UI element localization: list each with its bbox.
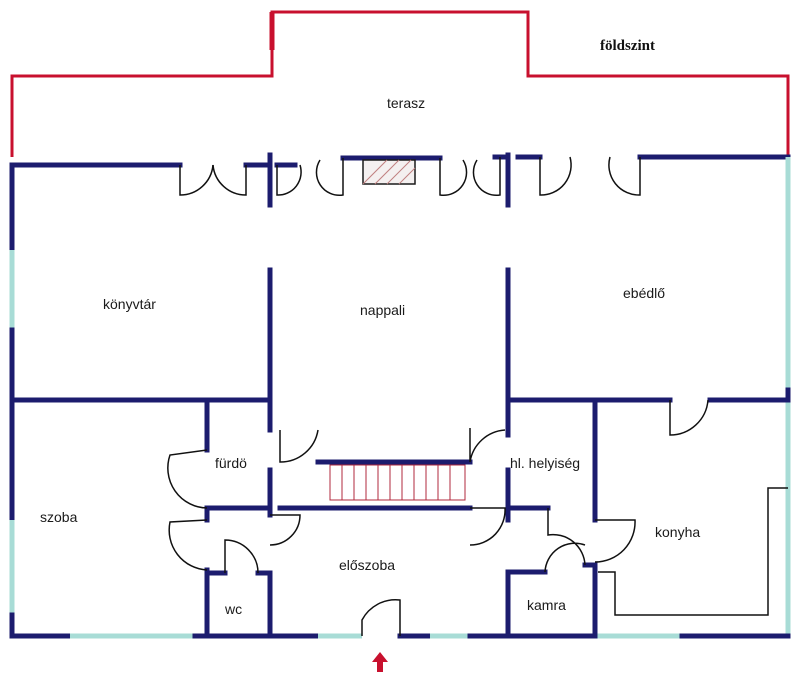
room-label-eloszoba: előszoba [339,557,395,573]
terrace-outline [10,10,790,157]
room-label-wc: wc [224,601,242,617]
room-label-konyvtar: könyvtár [103,296,156,312]
inner-walls [9,152,791,639]
staircase [329,464,466,501]
room-label-konyha: konyha [655,524,700,540]
room-label-furdo: fürdö [215,455,247,471]
room-label-helyiseg: hl. helyiség [510,455,580,471]
outer-walls [9,154,791,639]
door-swings [167,156,709,636]
room-label-nappali: nappali [360,302,405,318]
room-label-szoba: szoba [40,509,78,525]
room-label-terasz: terasz [387,95,425,111]
room-label-kamra: kamra [527,597,566,613]
chimney-box [362,159,416,185]
entrance-arrow-icon [372,652,388,672]
room-label-ebedlo: ebédlő [623,285,665,301]
floor-title: földszint [600,38,655,54]
